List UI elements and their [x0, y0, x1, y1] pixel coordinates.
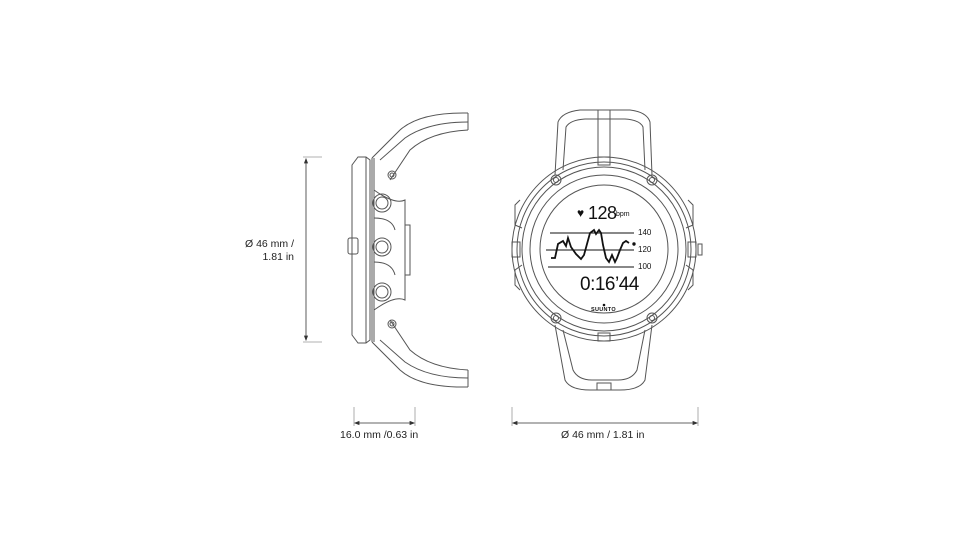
heart-icon: ♥ — [577, 206, 585, 220]
height-dimension-label: Ø 46 mm / 1.81 in — [238, 238, 294, 264]
brand-logo: SUUNTO — [591, 307, 616, 313]
depth-dimension — [353, 407, 416, 426]
height-label-mm: Ø 46 mm / — [244, 238, 294, 250]
width-dimension-label: Ø 46 mm / 1.81 in — [561, 429, 645, 441]
graph-axis-100: 100 — [638, 262, 652, 271]
watch-side-view — [347, 112, 469, 388]
depth-dimension-label: 16.0 mm /0.63 in — [340, 429, 419, 441]
width-dimension — [511, 407, 699, 426]
elapsed-time: 0:16’44 — [580, 274, 639, 295]
graph-axis-140: 140 — [638, 228, 652, 237]
graph-axis-120: 120 — [638, 245, 652, 254]
height-label-in: 1.81 in — [262, 251, 294, 263]
height-dimension — [303, 156, 322, 343]
heart-rate-graph — [546, 228, 636, 307]
watch-front-view — [511, 109, 703, 391]
heart-rate-value: 128 — [588, 203, 617, 223]
heart-rate-unit: bpm — [616, 211, 630, 218]
